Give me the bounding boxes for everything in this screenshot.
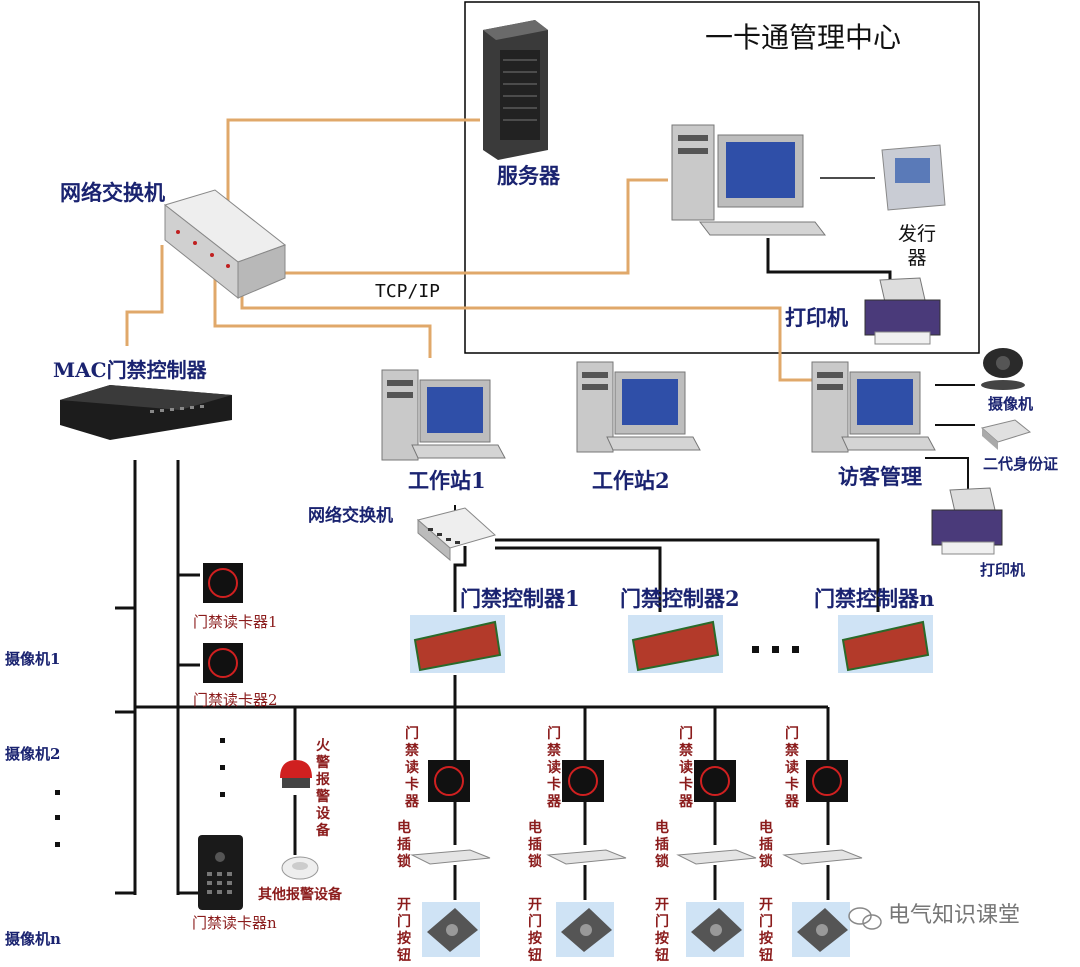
mac-controller-label: MAC门禁控制器 bbox=[53, 358, 207, 382]
open-button-label-1: 开门按钮 bbox=[397, 897, 411, 964]
mac-controller-icon bbox=[60, 385, 232, 440]
exit-button-3-icon bbox=[686, 902, 744, 957]
center-title: 一卡通管理中心 bbox=[705, 21, 902, 54]
controller-1-label: 门禁控制器1 bbox=[460, 586, 580, 611]
workstation-2-label: 工作站2 bbox=[592, 468, 670, 493]
door-reader-1-icon bbox=[428, 760, 470, 802]
reader-1-icon bbox=[203, 563, 243, 603]
workstation-2-icon bbox=[576, 361, 701, 453]
card-issuer-icon bbox=[881, 144, 946, 211]
electric-lock-1-icon bbox=[410, 849, 491, 865]
watermark-text: 电气知识课堂 bbox=[888, 903, 1021, 928]
reader-2-icon bbox=[203, 643, 243, 683]
reader-n-icon bbox=[198, 835, 243, 910]
other-alarm-label: 其他报警设备 bbox=[258, 887, 342, 903]
exit-button-1-icon bbox=[422, 902, 480, 957]
orange-network-links bbox=[125, 118, 812, 382]
controller-n-label: 门禁控制器n bbox=[814, 586, 935, 611]
reader-n-label: 门禁读卡器n bbox=[192, 914, 277, 932]
tcp-ip-label: TCP/IP bbox=[375, 281, 441, 302]
electric-lock-label-4: 电插锁 bbox=[759, 820, 773, 870]
camera-1-label: 摄像机1 bbox=[5, 650, 61, 668]
door-reader-2-icon bbox=[562, 760, 604, 802]
network-switch-mid-icon bbox=[416, 507, 497, 562]
server-icon bbox=[483, 20, 548, 160]
open-button-label-4: 开门按钮 bbox=[759, 897, 773, 964]
network-switch-top-label: 网络交换机 bbox=[60, 180, 165, 205]
printer-center-icon bbox=[864, 277, 941, 345]
controller-board-1-icon bbox=[410, 615, 505, 673]
link-switch-server bbox=[226, 118, 480, 205]
open-button-label-3: 开门按钮 bbox=[655, 897, 669, 964]
controller-2-label: 门禁控制器2 bbox=[620, 586, 740, 611]
printer-right-icon bbox=[931, 487, 1003, 555]
ellipsis-marks bbox=[55, 646, 799, 847]
fire-alarm-label: 火警报警设备 bbox=[316, 738, 330, 839]
workstation-1-icon bbox=[381, 369, 506, 461]
door-reader-3-icon bbox=[694, 760, 736, 802]
electric-lock-label-1: 电插锁 bbox=[397, 820, 411, 870]
visitor-mgmt-label: 访客管理 bbox=[838, 464, 922, 489]
id-card-label: 二代身份证 bbox=[983, 455, 1059, 473]
issuer-label: 发行器 bbox=[897, 223, 936, 269]
camera-n-label: 摄像机n bbox=[5, 930, 61, 948]
door-reader-label-4: 门禁读卡器 bbox=[785, 726, 799, 810]
door-reader-label-2: 门禁读卡器 bbox=[547, 726, 561, 810]
controller-board-n-icon bbox=[838, 615, 933, 673]
reader-2-label: 门禁读卡器2 bbox=[193, 691, 278, 709]
door-reader-label-1: 门禁读卡器 bbox=[405, 726, 419, 810]
server-label: 服务器 bbox=[497, 163, 560, 188]
black-wiring bbox=[115, 177, 975, 900]
link-switch-ws1 bbox=[213, 272, 432, 358]
controller-board-2-icon bbox=[628, 615, 723, 673]
electric-lock-4-icon bbox=[782, 849, 863, 865]
link-switch-mac bbox=[125, 245, 164, 346]
network-switch-mid-label: 网络交换机 bbox=[308, 506, 393, 526]
fire-alarm-icon bbox=[280, 760, 312, 788]
open-button-label-2: 开门按钮 bbox=[528, 897, 542, 964]
admin-computer-icon bbox=[671, 124, 827, 236]
electric-lock-3-icon bbox=[676, 849, 757, 865]
exit-button-2-icon bbox=[556, 902, 614, 957]
wechat-icon bbox=[848, 907, 882, 930]
id-card-reader-icon bbox=[980, 419, 1032, 450]
visitor-computer-icon bbox=[811, 361, 936, 453]
smoke-detector-icon bbox=[281, 856, 319, 880]
door-reader-label-3: 门禁读卡器 bbox=[679, 726, 693, 810]
electric-lock-label-3: 电插锁 bbox=[655, 820, 669, 870]
exit-button-4-icon bbox=[792, 902, 850, 957]
link-switch-admin-pc bbox=[285, 178, 668, 275]
electric-lock-label-2: 电插锁 bbox=[528, 820, 542, 870]
link-switch-visitor bbox=[240, 290, 812, 382]
door-reader-4-icon bbox=[806, 760, 848, 802]
camera-2-label: 摄像机2 bbox=[5, 745, 61, 763]
camera-right-label: 摄像机 bbox=[988, 395, 1034, 413]
reader-1-label: 门禁读卡器1 bbox=[193, 613, 278, 631]
management-center-frame bbox=[464, 1, 980, 354]
printer-center-label: 打印机 bbox=[785, 305, 848, 330]
electric-lock-2-icon bbox=[546, 849, 627, 865]
workstation-1-label: 工作站1 bbox=[408, 468, 486, 493]
network-switch-top-icon bbox=[163, 189, 287, 300]
printer-right-label: 打印机 bbox=[980, 561, 1026, 579]
webcam-icon bbox=[981, 348, 1025, 390]
